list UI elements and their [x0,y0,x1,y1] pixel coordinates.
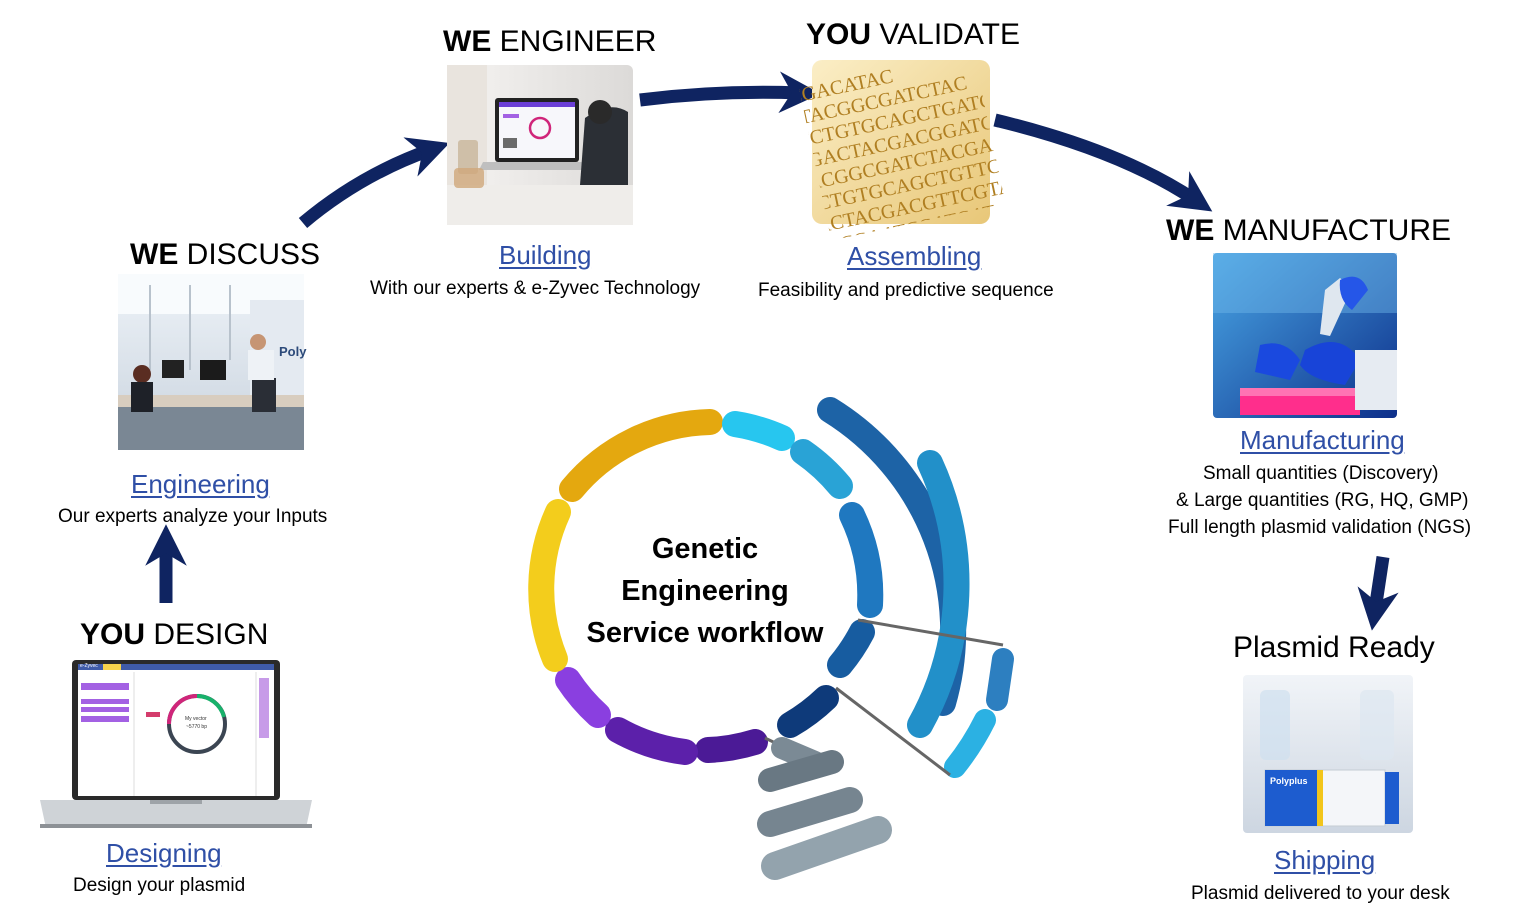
center-title-line-2: Engineering [621,575,789,607]
arrow-discuss-to-engineer [298,137,450,228]
outer-arc-4 [944,709,996,778]
step-title-ready: Plasmid Ready [1233,631,1435,664]
manufacturing-description-3: Full length plasmid validation (NGS) [1168,517,1472,538]
flow-arrows [145,71,1399,631]
step-title-engineer: WE ENGINEER [443,25,657,58]
manufacturing-description-1: Small quantities (Discovery) [1203,463,1439,484]
outer-arc-2 [907,450,970,738]
plasmid-circle-graphic [528,397,1014,880]
assembling-description: Feasibility and predictive sequence [758,280,1054,301]
ring-segment-navy [777,685,839,738]
shipping-description: Plasmid delivered to your desk [1191,883,1450,904]
tail-bar-3 [757,787,863,837]
box-brand-label: Polyplus [1270,776,1308,786]
step-title-manufacture: WE MANUFACTURE [1166,214,1452,247]
designing-description: Design your plasmid [73,875,246,896]
arrow-engineer-to-validate [639,71,821,114]
office-wall-text: Poly [279,344,307,359]
assembling-link[interactable]: Assembling [847,241,982,271]
office-image [118,274,304,450]
ring-segment-blue [839,502,884,618]
ring-segment-cyan [722,411,795,451]
laptop-brand-label: e-Zyvec [80,663,98,669]
arrow-manufacture-to-ready [1357,556,1399,631]
laptop-image [40,660,312,828]
ring-segment-indigo [695,729,768,763]
ring-segment-darkblue [827,619,875,678]
arrow-validate-to-manufacture [993,113,1213,212]
ring-segment-purple-dark [605,717,698,765]
ring-segment-sky [790,439,853,499]
tail-bar-4 [761,816,892,880]
step-title-discuss: WE DISCUSS [130,238,321,271]
center-title: Genetic Engineering Service workflow [560,528,850,654]
engineering-description: Our experts analyze your Inputs [58,506,328,527]
designing-link[interactable]: Designing [106,838,222,868]
ring-segment-yellow [528,499,571,672]
workspace-image [447,65,633,225]
shipping-link[interactable]: Shipping [1274,845,1376,875]
manufacturing-link[interactable]: Manufacturing [1240,425,1405,455]
dna-sequence-image: CGACATACTACGGCGATCTACTCTGTGCAGCTGATCGACT… [797,60,1005,240]
laptop-size-label: ~5770 bp [186,724,207,730]
step-title-validate: YOU VALIDATE [806,18,1020,51]
ring-segment-gold [559,409,723,502]
tail-bar-2 [758,750,844,792]
outer-arc-3 [986,648,1014,711]
engineering-link[interactable]: Engineering [131,469,270,499]
ring-segment-purple [555,667,611,728]
shipping-image [1243,675,1413,833]
laptop-vector-label: My vector [185,716,207,722]
center-title-line-1: Genetic [651,533,759,565]
step-title-design: YOU DESIGN [80,618,269,651]
lab-image [1213,253,1397,418]
manufacturing-description-2: & Large quantities (RG, HQ, GMP) [1176,490,1469,511]
building-link[interactable]: Building [499,240,592,270]
center-title-line-3: Service workflow [586,617,824,649]
building-description: With our experts & e-Zyvec Technology [370,278,701,299]
